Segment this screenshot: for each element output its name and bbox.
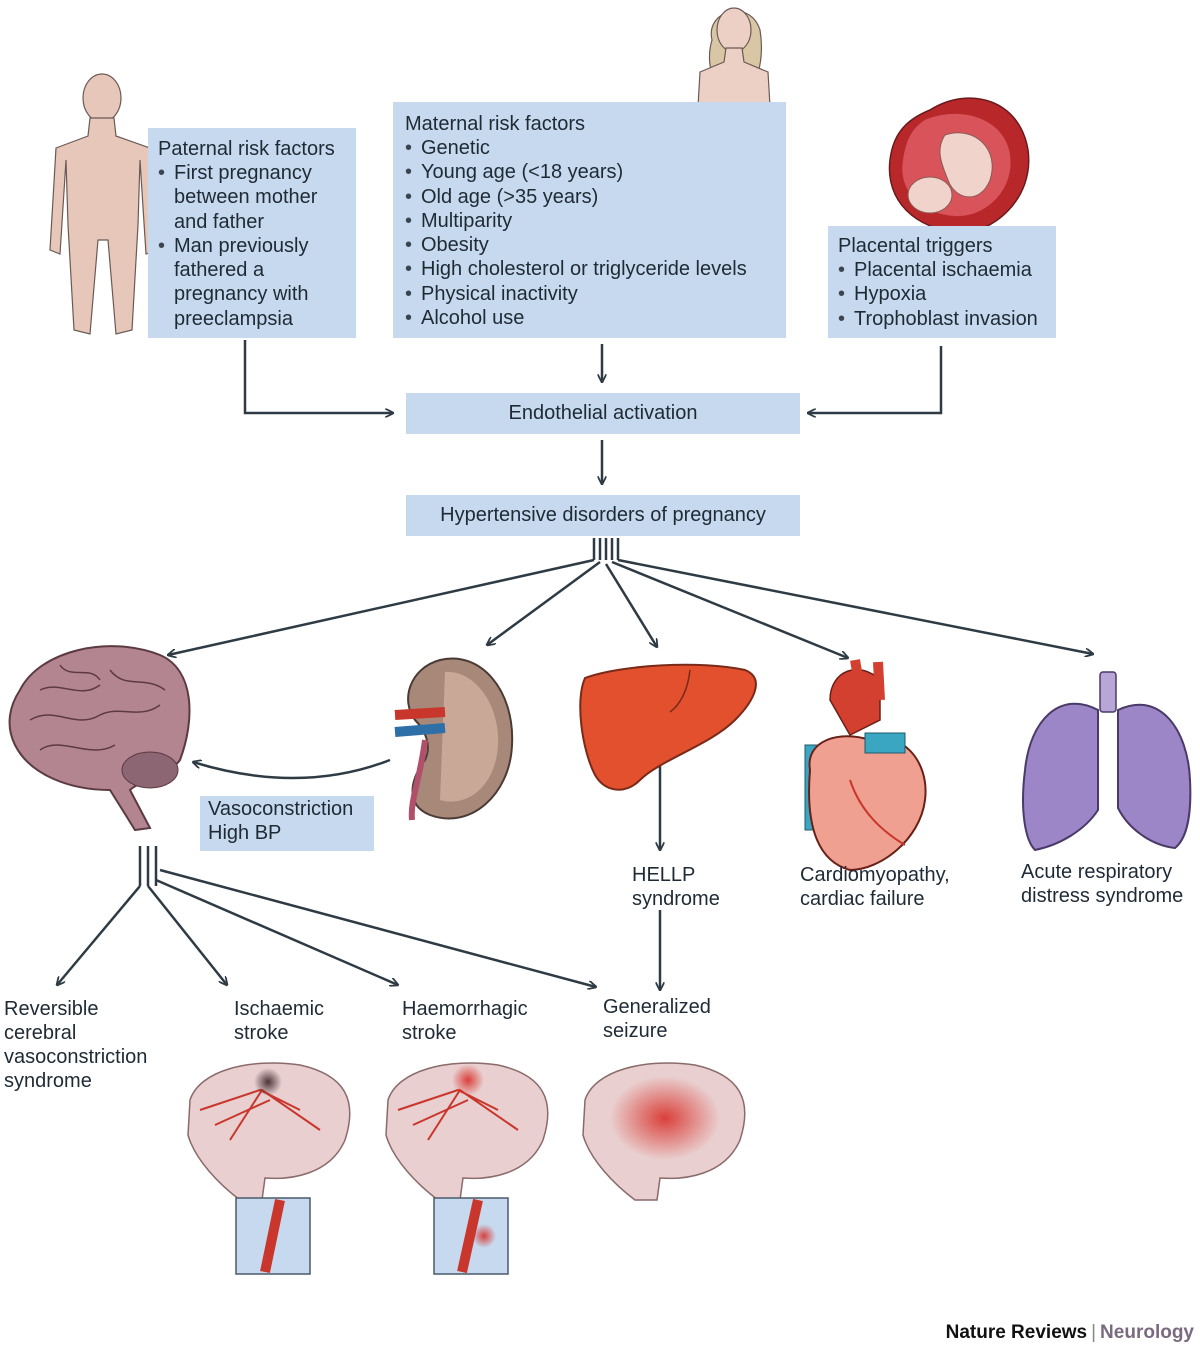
arrow-to-lungs [617, 558, 1093, 654]
brand-part1: Nature Reviews [945, 1322, 1088, 1343]
maternal-item: Obesity [405, 233, 774, 258]
maternal-item: Old age (>35 years) [405, 185, 774, 210]
cardio-label: Cardiomyopathy, cardiac failure [800, 864, 950, 910]
arrow-to-haemorrhagic [155, 878, 398, 985]
arrow-to-ischaemic [147, 885, 227, 985]
rcvs-label: Reversible cerebral vasoconstriction syn… [4, 998, 148, 1092]
ischaemic-brain-icon [187, 1062, 351, 1275]
paternal-item: First pregnancy between mother and fathe… [158, 161, 346, 234]
ards-label: Acute respiratory distress syndrome [1021, 861, 1184, 907]
male-figure-icon [49, 73, 157, 335]
placental-item: Hypoxia [838, 282, 1046, 307]
endothelial-activation-box: Endothelial activation [406, 393, 800, 434]
kidney-icon [394, 657, 514, 821]
arrow-to-kidney [487, 560, 601, 645]
arrow-to-rcvs [57, 885, 141, 985]
haemorrhagic-label: Haemorrhagic stroke [402, 998, 528, 1044]
hellp-label: HELLP syndrome [632, 864, 720, 910]
placental-list: Placental ischaemia Hypoxia Trophoblast … [838, 258, 1046, 331]
seizure-brain-icon [582, 1062, 746, 1201]
maternal-item: Alcohol use [405, 306, 774, 331]
vasoconstriction-box: Vasoconstriction High BP [200, 796, 374, 851]
seizure-label: Generalized seizure [603, 996, 711, 1042]
hypertensive-disorders-box: Hypertensive disorders of pregnancy [406, 495, 800, 536]
uterus-fetus-icon [888, 97, 1030, 233]
paternal-item: Man previously fathered a pregnancy with… [158, 234, 346, 331]
maternal-item: High cholesterol or triglyceride levels [405, 257, 774, 282]
arrows [57, 340, 1093, 990]
brand-part2: Neurology [1100, 1322, 1194, 1343]
journal-brand: Nature Reviews|Neurology [946, 1322, 1194, 1344]
maternal-item: Physical inactivity [405, 282, 774, 307]
heart-icon [804, 659, 927, 872]
paternal-list: First pregnancy between mother and fathe… [158, 161, 346, 331]
arrow-to-brain [168, 558, 595, 655]
arrow-to-seizure [159, 868, 596, 987]
liver-icon [579, 663, 757, 791]
maternal-item: Genetic [405, 136, 774, 161]
maternal-risk-box: Maternal risk factors Genetic Young age … [393, 102, 786, 338]
maternal-item: Young age (<18 years) [405, 160, 774, 185]
maternal-list: Genetic Young age (<18 years) Old age (>… [405, 136, 774, 331]
lungs-icon [1022, 671, 1192, 852]
maternal-title: Maternal risk factors [405, 113, 586, 135]
placental-title: Placental triggers [838, 235, 993, 257]
arrow-to-liver [604, 563, 657, 647]
paternal-title: Paternal risk factors [158, 138, 335, 160]
arrow-placental [808, 346, 943, 413]
paternal-risk-box: Paternal risk factors First pregnancy be… [148, 128, 356, 338]
placental-item: Placental ischaemia [838, 258, 1046, 283]
arrow-kidney-brain [193, 758, 391, 780]
maternal-item: Multiparity [405, 209, 774, 234]
brain-icon [8, 645, 191, 832]
placental-triggers-box: Placental triggers Placental ischaemia H… [828, 226, 1056, 338]
ischaemic-label: Ischaemic stroke [234, 998, 325, 1044]
haemorrhagic-brain-icon [385, 1062, 549, 1275]
placental-item: Trophoblast invasion [838, 307, 1046, 332]
arrow-to-heart [611, 560, 848, 658]
brand-separator: | [1091, 1322, 1097, 1343]
arrow-paternal [243, 340, 393, 413]
